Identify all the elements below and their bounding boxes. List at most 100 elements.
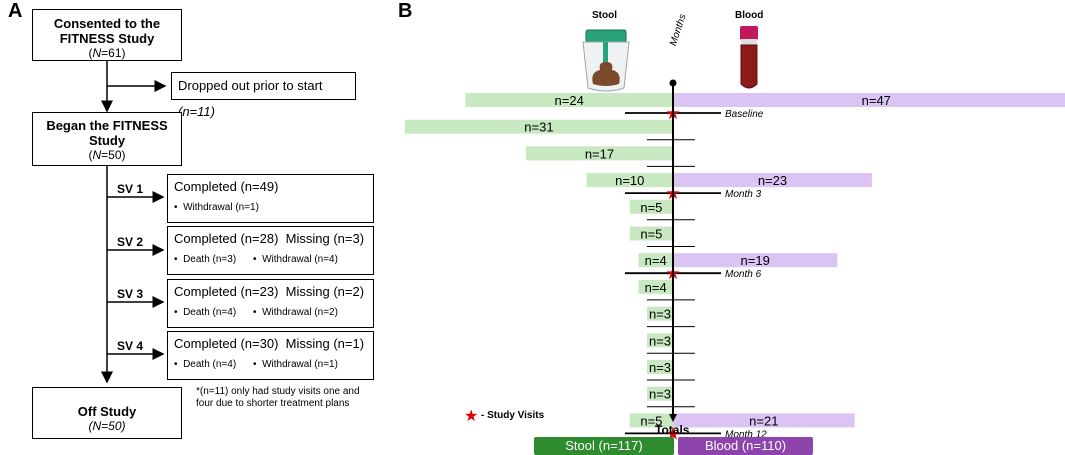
sv4-label: SV 4 (117, 339, 144, 353)
blood-bar (673, 173, 872, 188)
blood-label: Blood (735, 10, 764, 21)
sv1-box: Completed (n=49) • Withdrawal (n=1) (167, 174, 374, 223)
off-n-prefix: ( (88, 419, 93, 433)
sv2-withdrawal: Withdrawal (n=4) (262, 254, 338, 265)
blood-bar-label: n=47 (862, 93, 891, 108)
consented-n-prefix: ( (88, 46, 93, 60)
panel-a-letter: A (8, 0, 23, 22)
sv4-box: Completed (n=30) Missing (n=1) • Death (… (167, 331, 374, 380)
dropout-n: (n=11) (178, 104, 215, 119)
timepoint-label: Month 12 (725, 429, 767, 440)
totals-label: Totals (655, 423, 690, 437)
stool-bar (525, 146, 673, 161)
blood-bar-label: n=23 (758, 173, 787, 188)
stool-bar (647, 386, 673, 401)
off-n-var: N (92, 419, 102, 433)
sv3-bullet1: • (174, 307, 178, 318)
sv3-death: Death (n=4) (183, 307, 237, 318)
sv3-label: SV 3 (117, 287, 144, 301)
sv3-withdrawal: Withdrawal (n=2) (262, 307, 338, 318)
sv2-completed: Completed (n=28) Missing (n=3) (174, 231, 365, 246)
stool-bar-label: n=3 (649, 387, 671, 402)
stool-bar (465, 93, 673, 107)
began-line2: Study (88, 133, 126, 148)
stool-bar (629, 226, 673, 241)
axis-start-dot (669, 79, 677, 87)
blood-total-badge: Blood (n=110) (678, 437, 813, 455)
panel-b-letter: B (398, 0, 413, 22)
began-n-value: =50) (101, 148, 126, 162)
began-box: Began the FITNESS Study (N=50) (32, 112, 182, 166)
sv4-bullet1: • (174, 359, 178, 370)
stool-bar (638, 279, 673, 294)
consented-line1: Consented to the (53, 16, 161, 31)
timepoint-label: Baseline (725, 109, 764, 120)
footnote: *(n=11) only had study visits one and fo… (196, 386, 360, 409)
sv4-death: Death (n=4) (183, 359, 237, 370)
axis-arrow-icon (669, 414, 677, 422)
blood-bar-label: n=21 (749, 413, 778, 428)
legend-star-icon: ★ (464, 408, 479, 425)
sv3-bullet2: • (253, 307, 257, 318)
stool-bar (647, 306, 673, 321)
stool-bar (629, 199, 673, 214)
timepoint-label: Month 3 (725, 189, 762, 200)
stool-bar-label: n=24 (555, 93, 584, 108)
stool-bar-label: n=5 (640, 227, 662, 242)
off-study-box: Off Study (N=50) (32, 387, 182, 439)
off-study-title: Off Study (77, 404, 137, 419)
timepoint-label: Month 6 (725, 269, 762, 280)
stool-bar-label: n=3 (649, 333, 671, 348)
blood-bar (673, 253, 838, 268)
dropout-text: Dropped out prior to start (178, 78, 323, 93)
sv2-box: Completed (n=28) Missing (n=3) • Death (… (167, 226, 374, 275)
stool-bar-label: n=5 (640, 413, 662, 428)
sv4-withdrawal: Withdrawal (n=1) (262, 359, 338, 370)
off-n-value: =50) (101, 419, 126, 433)
sv2-label: SV 2 (117, 235, 144, 249)
sv2-death: Death (n=3) (183, 254, 237, 265)
began-n-prefix: ( (88, 148, 93, 162)
stool-bar (404, 119, 673, 134)
legend-study-visits: - Study Visits (481, 410, 545, 421)
sv4-bullet2: • (253, 359, 257, 370)
stool-bar (647, 333, 673, 348)
sv1-label: SV 1 (117, 182, 144, 196)
stool-bar-label: n=3 (649, 360, 671, 375)
sv2-bullet2: • (253, 254, 257, 265)
stool-bar-label: n=4 (645, 253, 667, 268)
stool-total-badge: Stool (n=117) (534, 437, 674, 455)
sv3-box: Completed (n=23) Missing (n=2) • Death (… (167, 279, 374, 328)
stool-bar-label: n=17 (585, 146, 614, 161)
consented-box: Consented to the FITNESS Study (N=61) (32, 9, 182, 61)
consented-line2: FITNESS Study (59, 31, 155, 46)
blood-bar-label: n=19 (741, 253, 770, 268)
sv4-completed: Completed (n=30) Missing (n=1) (174, 336, 365, 351)
began-line1: Began the FITNESS (46, 118, 168, 133)
sv1-completed: Completed (n=49) (174, 179, 279, 194)
stool-bar-label: n=5 (640, 200, 662, 215)
sv3-completed: Completed (n=23) Missing (n=2) (174, 284, 365, 299)
consented-n-var: N (92, 46, 102, 60)
stool-bar-label: n=3 (649, 307, 671, 322)
stool-label: Stool (592, 10, 617, 21)
consented-n-value: =61) (101, 46, 126, 60)
blood-bar (673, 93, 1065, 107)
sv1-withdrawal: Withdrawal (n=1) (183, 202, 259, 213)
stool-bar (629, 413, 673, 428)
sv2-bullet1: • (174, 254, 178, 265)
stool-bar-label: n=4 (645, 280, 667, 295)
sv1-bullet: • (174, 202, 178, 213)
stool-bar-label: n=10 (615, 173, 644, 188)
stool-bar (647, 360, 673, 374)
blood-bar (673, 413, 855, 428)
stool-bar (586, 173, 673, 188)
dropout-box: Dropped out prior to start (n=11) (171, 72, 356, 119)
stool-bar (638, 253, 673, 268)
began-n-var: N (92, 148, 102, 162)
stool-bar-label: n=31 (524, 120, 553, 135)
